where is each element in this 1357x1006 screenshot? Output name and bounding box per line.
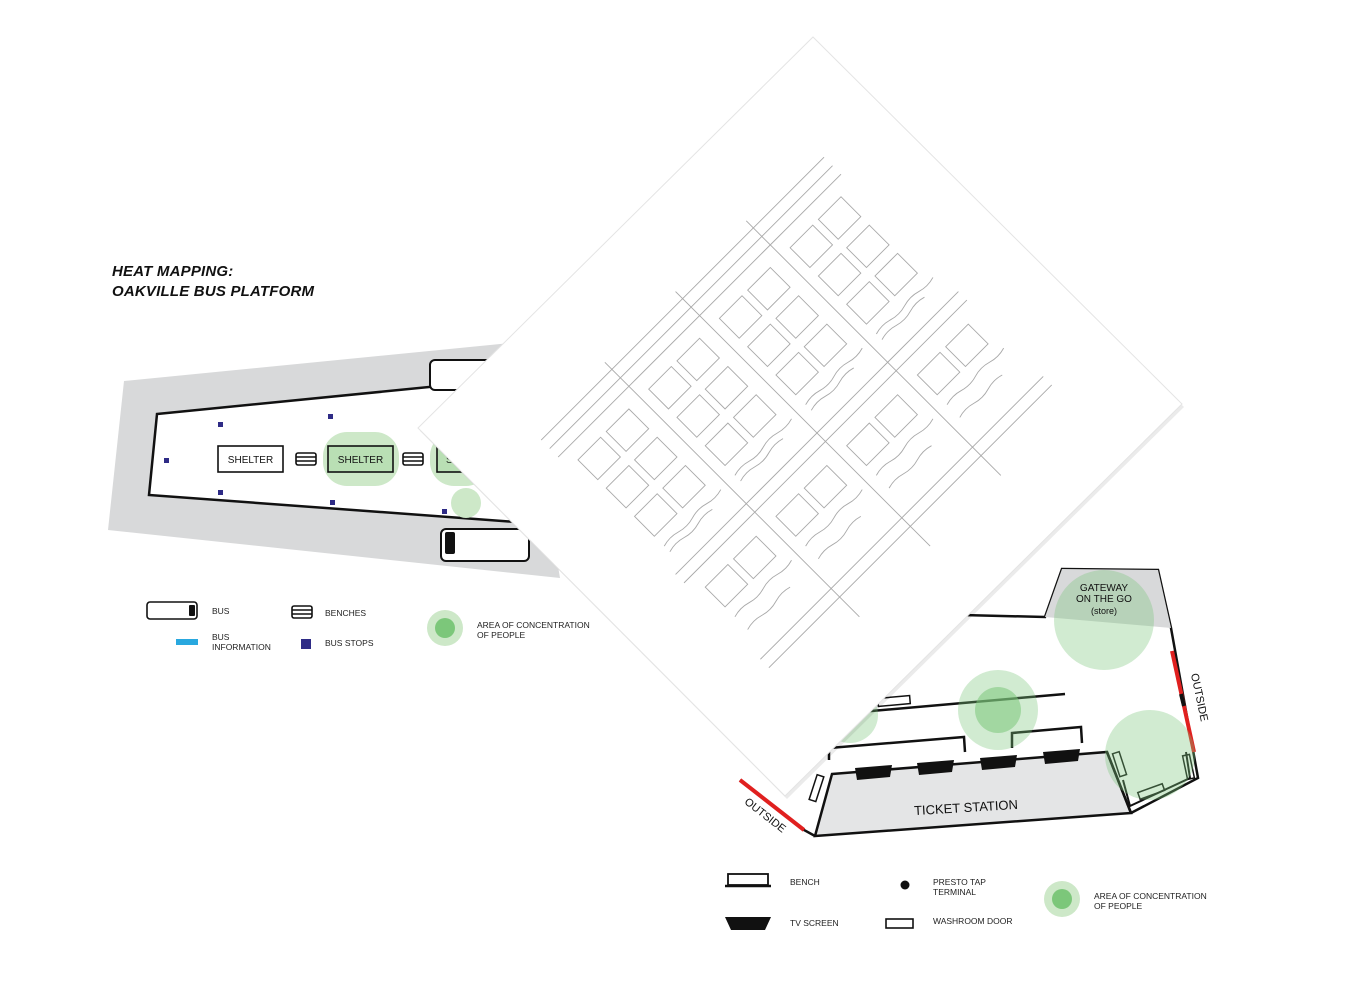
legend-bus-label: BUS	[212, 606, 230, 616]
shelter-2	[327, 445, 394, 473]
sketch-sheet	[417, 36, 1184, 799]
bus-stop-marker	[330, 500, 335, 505]
gateway-label-2: ON THE GO	[1076, 594, 1132, 605]
ticket-station-label: TICKET STATION	[914, 797, 1019, 818]
legend-presto-label-2: TERMINAL	[933, 887, 976, 897]
legend-presto-icon	[900, 880, 910, 890]
bus-stop-marker	[218, 422, 223, 427]
legend-tv-screen-label: TV SCREEN	[790, 918, 839, 928]
station-wall	[1105, 751, 1133, 814]
platform-legend: BUS BUS INFORMATION BENCHES BUS STOPS AR…	[146, 601, 590, 652]
heat-area-center-core	[975, 687, 1021, 733]
legend-bus-icon	[146, 601, 198, 620]
sketch-sheet-content	[540, 156, 1053, 669]
partition-wall	[827, 735, 967, 760]
seating-frame	[1122, 751, 1192, 808]
legend-bench-icon	[291, 605, 313, 619]
shelter-1	[217, 445, 284, 473]
bench-1	[295, 452, 317, 466]
bus-stop-marker	[164, 458, 169, 463]
legend-concentration-label-1: AREA OF CONCENTRATION	[477, 620, 590, 630]
heat-area-right	[1105, 710, 1195, 800]
legend-bus-info-icon	[176, 639, 198, 645]
legend-bus-info-label-1: BUS	[212, 632, 230, 642]
partition-wall	[1010, 725, 1084, 748]
bus-bottom-cab	[445, 532, 455, 554]
ticket-station-area	[813, 750, 1133, 838]
legend-concentration-label-2: OF PEOPLE	[1094, 901, 1143, 911]
bus-stop-marker	[442, 509, 447, 514]
legend-bench-icon	[727, 873, 769, 886]
legend-washroom-door-icon	[885, 918, 914, 929]
legend-bus-stops-label: BUS STOPS	[325, 638, 374, 648]
washroom-door	[808, 773, 825, 803]
station-legend: BENCH TV SCREEN PRESTO TAP TERMINAL WASH…	[725, 873, 1207, 930]
page-title: HEAT MAPPING: OAKVILLE BUS PLATFORM	[112, 262, 314, 302]
title-line-1: HEAT MAPPING:	[112, 263, 234, 280]
bus-stop-marker	[218, 490, 223, 495]
legend-bench-label: BENCH	[790, 877, 820, 887]
tv-screens	[855, 749, 1080, 780]
heat-area-gateway	[1054, 570, 1154, 670]
legend-benches-label: BENCHES	[325, 608, 366, 618]
outside-wall-right-break	[1179, 693, 1186, 707]
gateway-label-3: (store)	[1091, 606, 1117, 616]
bus-bottom	[440, 528, 530, 562]
legend-presto-label-1: PRESTO TAP	[933, 877, 986, 887]
outside-label-right: OUTSIDE	[1188, 672, 1210, 722]
gateway-store-area	[1045, 569, 1171, 628]
legend-concentration-label-2: OF PEOPLE	[477, 630, 526, 640]
legend-washroom-door-label: WASHROOM DOOR	[933, 916, 1013, 926]
partition-wall	[859, 692, 1066, 714]
bus-stop-marker	[328, 414, 333, 419]
heat-area-platform-edge	[451, 488, 481, 518]
legend-concentration-label-1: AREA OF CONCENTRATION	[1094, 891, 1207, 901]
legend-tv-screen-icon	[725, 917, 771, 930]
title-line-2: OAKVILLE BUS PLATFORM	[112, 283, 315, 300]
gateway-label-1: GATEWAY	[1080, 583, 1128, 594]
bench-2	[402, 452, 424, 466]
shelter-2-label: SHELTER	[338, 455, 383, 466]
washroom-door	[1111, 750, 1128, 778]
legend-bus-stop-icon	[301, 639, 311, 649]
legend-bus-info-label-2: INFORMATION	[212, 642, 271, 652]
shelter-1-label: SHELTER	[228, 455, 273, 466]
outside-wall-left	[738, 778, 806, 832]
